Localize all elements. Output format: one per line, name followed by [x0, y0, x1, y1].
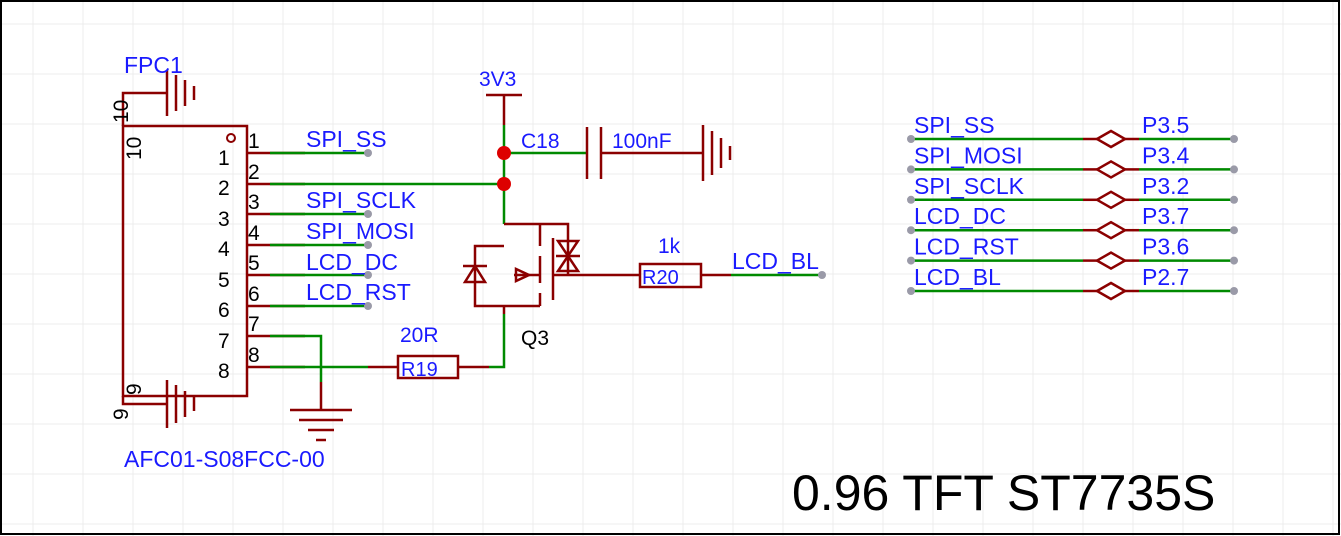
port-symbol — [1094, 190, 1128, 210]
connector-designator: FPC1 — [124, 52, 183, 78]
pin-inner-number: 8 — [218, 360, 230, 383]
net-label-spi-sclk: SPI_SCLK — [306, 187, 417, 213]
schematic-title: 0.96 TFT ST7735S — [792, 465, 1215, 521]
pin-inner-number: 3 — [218, 208, 230, 231]
net-map-net-label: SPI_MOSI — [914, 142, 1023, 168]
net-endpoint — [818, 271, 826, 279]
shield-bottom-number: 9 — [110, 408, 133, 420]
shield-top-lead — [121, 91, 167, 126]
wire-r19-q3 — [489, 314, 506, 369]
junction-dot — [497, 146, 511, 160]
connector-part-number: AFC01-S08FCC-00 — [124, 446, 325, 472]
port-symbol — [1094, 281, 1128, 301]
pin-inner-number: 7 — [218, 330, 230, 353]
net-map-port-label: P3.6 — [1142, 234, 1189, 260]
pin-number: 1 — [248, 130, 260, 153]
port-symbol — [1094, 220, 1128, 240]
port-symbol — [1094, 159, 1128, 179]
net-map-net-label: LCD_BL — [914, 264, 1001, 290]
net-map-port-label: P3.4 — [1142, 142, 1190, 168]
connector-net-endpoints — [364, 149, 372, 310]
net-map-port-label: P2.7 — [1142, 264, 1189, 290]
shield-bottom-lead — [121, 396, 167, 406]
connector-wires — [270, 151, 504, 382]
net-port-row: LCD_RST P3.6 — [907, 234, 1238, 271]
r20-designator: R20 — [642, 267, 679, 289]
net-map-net-label: SPI_SS — [914, 112, 995, 138]
pin-number: 7 — [248, 313, 260, 336]
r19-value: 20R — [400, 324, 439, 347]
pin-inner-number: 2 — [218, 177, 230, 200]
port-endpoint — [1230, 256, 1238, 265]
pin-number: 5 — [248, 252, 260, 275]
shield-bottom-number-inner: 9 — [123, 383, 146, 395]
power-label-3v3: 3V3 — [479, 68, 516, 91]
port-endpoint — [1230, 195, 1238, 204]
mosfet-q3[interactable]: Q3 — [462, 222, 610, 350]
c18-designator: C18 — [521, 130, 560, 153]
port-symbol — [1094, 251, 1128, 271]
r20-value: 1k — [658, 235, 681, 258]
port-endpoint — [1230, 165, 1238, 174]
net-map-net-label: LCD_RST — [914, 234, 1019, 260]
pin-inner-number: 4 — [218, 238, 230, 261]
shield-top-number: 10 — [110, 100, 133, 123]
net-port-row: LCD_BL P2.7 — [907, 264, 1238, 301]
net-map-port-label: P3.2 — [1142, 173, 1189, 199]
net-port-row: LCD_DC P3.7 — [907, 203, 1238, 240]
junction-dot — [497, 177, 511, 191]
port-symbol — [1094, 129, 1128, 149]
net-map-net-label: LCD_DC — [914, 203, 1006, 229]
net-endpoint — [907, 165, 915, 174]
net-map-port-label: P3.7 — [1142, 203, 1189, 229]
pin-inner-number: 5 — [218, 269, 230, 292]
ground-symbol — [290, 382, 352, 442]
net-label-lcd-rst: LCD_RST — [306, 279, 411, 305]
r19-designator: R19 — [401, 359, 438, 381]
pin1-marker — [226, 133, 236, 143]
power-3v3: 3V3 — [479, 68, 522, 125]
pin-inner-number: 6 — [218, 299, 230, 322]
net-label-lcd-bl: LCD_BL — [732, 248, 819, 274]
q3-designator: Q3 — [521, 327, 549, 350]
net-map-net-label: SPI_SCLK — [914, 173, 1025, 199]
net-endpoint — [907, 287, 915, 295]
port-endpoint — [1230, 135, 1238, 143]
port-endpoint — [1230, 226, 1238, 235]
pin-inner-number: 1 — [218, 147, 230, 170]
net-label-spi-ss: SPI_SS — [306, 126, 387, 152]
net-label-lcd-dc: LCD_DC — [306, 249, 398, 275]
pin-number: 4 — [248, 222, 260, 245]
net-port-row: SPI_SCLK P3.2 — [907, 173, 1238, 210]
net-endpoint — [907, 226, 915, 235]
connector-fpc1[interactable]: FPC1 AFC01-S08FCC-00 10 10 9 9 1 2 3 4 5… — [110, 52, 325, 472]
net-port-row: SPI_MOSI P3.4 — [907, 142, 1238, 179]
port-endpoint — [1230, 287, 1238, 295]
connector-net-labels: SPI_SS SPI_SCLK SPI_MOSI LCD_DC LCD_RST — [306, 126, 417, 305]
pin-number: 2 — [248, 161, 260, 184]
net-port-row: SPI_SS P3.5 — [907, 112, 1238, 149]
net-endpoint — [907, 195, 915, 204]
shield-top-number-inner: 10 — [123, 137, 146, 160]
c18-value: 100nF — [612, 130, 672, 153]
pin-number: 3 — [248, 191, 260, 214]
pin-number: 8 — [248, 344, 260, 367]
net-endpoint — [907, 256, 915, 265]
net-endpoint — [907, 135, 915, 143]
resistor-r20[interactable]: 1k R20 — [610, 235, 731, 289]
resistor-r19[interactable]: 20R R19 — [368, 324, 489, 381]
net-label-spi-mosi: SPI_MOSI — [306, 218, 415, 244]
pin-number: 6 — [248, 283, 260, 306]
capacitor-c18[interactable]: C18 100nF — [521, 125, 732, 181]
net-map-port-label: P3.5 — [1142, 112, 1189, 138]
